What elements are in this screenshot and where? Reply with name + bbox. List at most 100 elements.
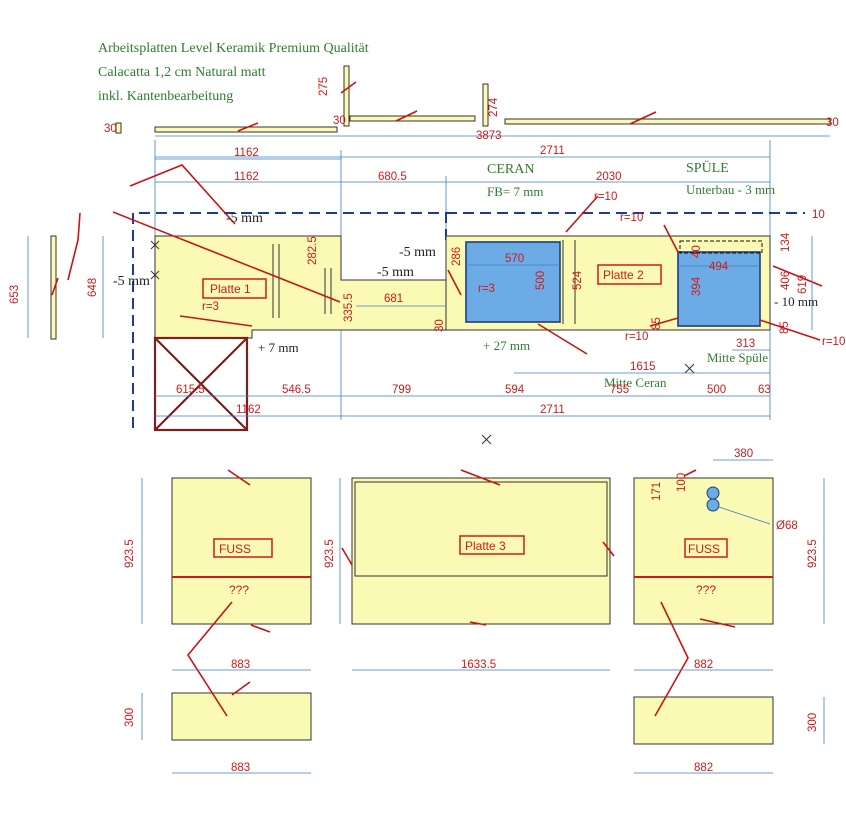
dim-313: 313 (736, 338, 755, 350)
unterbau-label: Unterbau - 3 mm (686, 182, 775, 197)
dim-1615: 1615 (630, 361, 656, 373)
r10-d: r=10 (822, 336, 845, 348)
dim-524: 524 (572, 270, 584, 290)
minus5-a: -5 mm (226, 211, 263, 226)
dim-1162-a: 1162 (234, 147, 259, 159)
minus10: - 10 mm (774, 294, 818, 309)
dim-681: 681 (384, 293, 403, 305)
dim-755: 755 (610, 384, 629, 396)
dim-10: 10 (812, 209, 825, 221)
header-line-1: Arbeitsplatten Level Keramik Premium Qua… (98, 41, 369, 56)
dim-680-5: 680.5 (378, 171, 407, 183)
top-strips (50, 65, 831, 340)
dim-882-a: 882 (694, 659, 713, 671)
strip-883 (171, 692, 312, 741)
dim-494: 494 (709, 261, 729, 273)
strip-275 (343, 65, 350, 127)
dim-171: 171 (651, 482, 663, 501)
strip-long (504, 118, 831, 125)
plus7: + 7 mm (258, 340, 299, 355)
dim-500: 500 (535, 271, 547, 290)
fb-label: FB= 7 mm (487, 184, 543, 199)
dim-653: 653 (9, 285, 21, 304)
hole-2 (706, 498, 720, 512)
dim-882-b: 882 (694, 762, 713, 774)
dim-2711-top: 2711 (540, 145, 565, 157)
dim-619: 619 (797, 275, 809, 294)
dim-406: 406 (780, 271, 792, 290)
minus5-b: -5 mm (113, 274, 150, 289)
platte-3-label: Platte 3 (465, 539, 506, 553)
platte-2-label: Platte 2 (603, 268, 644, 282)
ceran-cutout (465, 241, 561, 323)
dim-85-a: 85 (651, 317, 663, 330)
ceran-label: CERAN (487, 162, 534, 177)
dim-648: 648 (87, 278, 99, 297)
dim-500-b: 500 (707, 384, 726, 396)
r10-c: r=10 (625, 331, 648, 343)
header-line-2: Calacatta 1,2 cm Natural matt (98, 65, 266, 80)
spuele-cutout (677, 251, 761, 327)
minus5-c: -5 mm (377, 265, 414, 280)
fuss-right-label: FUSS (688, 542, 720, 556)
dim-335-5: 335.5 (343, 293, 355, 322)
hole-1 (706, 486, 720, 500)
strip-653 (50, 235, 57, 340)
r3-a: r=3 (478, 283, 495, 295)
dim-883-a: 883 (231, 659, 250, 671)
spuele-label: SPÜLE (686, 159, 729, 176)
fuss-right (633, 477, 774, 625)
dim-300-a: 300 (124, 708, 136, 727)
dim-2030: 2030 (596, 171, 622, 183)
dim-799: 799 (392, 384, 411, 396)
dim-40: 40 (691, 245, 703, 258)
dim-282-5: 282.5 (307, 236, 319, 265)
dim-923-5-c: 923.5 (807, 539, 819, 568)
dim-300-b: 300 (807, 713, 819, 732)
r10-a: r=10 (594, 191, 617, 203)
dim-594: 594 (505, 384, 525, 396)
dim-923-5-a: 923.5 (124, 539, 136, 568)
strip-small (349, 115, 476, 122)
plus27: + 27 mm (483, 338, 530, 353)
header-line-3: inkl. Kantenbearbeitung (98, 89, 233, 104)
dim-286: 286 (451, 247, 463, 266)
lower-marks (187, 469, 736, 717)
dim-275: 275 (318, 77, 330, 96)
mitte-ceran: Mitte Ceran (604, 375, 667, 390)
dim-30-d: 30 (434, 319, 446, 332)
dim-380: 380 (734, 448, 753, 460)
dim-1162-c: 1162 (236, 404, 261, 416)
dim-883-b: 883 (231, 762, 250, 774)
dim-63: 63 (758, 384, 771, 396)
platte-3 (351, 477, 611, 625)
dim-923-5-b: 923.5 (324, 539, 336, 568)
r10-b: r=10 (620, 212, 643, 224)
dim-o68: Ø68 (776, 520, 798, 532)
qqq-left: ??? (229, 583, 249, 597)
dim-134: 134 (780, 232, 792, 252)
fuss-left (171, 477, 312, 625)
dim-30-b: 30 (333, 115, 346, 127)
minus5-d: -5 mm (399, 245, 436, 260)
strip-30 (115, 122, 122, 134)
fuss-left-label: FUSS (219, 542, 251, 556)
dim-85-b: 85 (779, 321, 791, 334)
r3-b: r=3 (202, 301, 219, 313)
corner-box (153, 336, 249, 432)
platte-1-label: Platte 1 (210, 282, 251, 296)
dim-3873: 3873 (476, 130, 502, 142)
dim-394: 394 (691, 276, 703, 296)
dim-274: 274 (488, 97, 500, 117)
dim-570: 570 (505, 253, 524, 265)
strip-882 (633, 696, 774, 745)
dim-2711-bottom: 2711 (540, 404, 565, 416)
dim-30-a: 30 (104, 123, 117, 135)
dim-615-5: 615.5 (176, 384, 205, 396)
dim-30-c: 30 (826, 117, 839, 129)
qqq-right: ??? (696, 583, 716, 597)
dim-100: 100 (676, 473, 688, 492)
strip-274 (482, 83, 489, 127)
dim-546-5: 546.5 (282, 384, 311, 396)
dim-1633-5: 1633.5 (461, 659, 496, 671)
